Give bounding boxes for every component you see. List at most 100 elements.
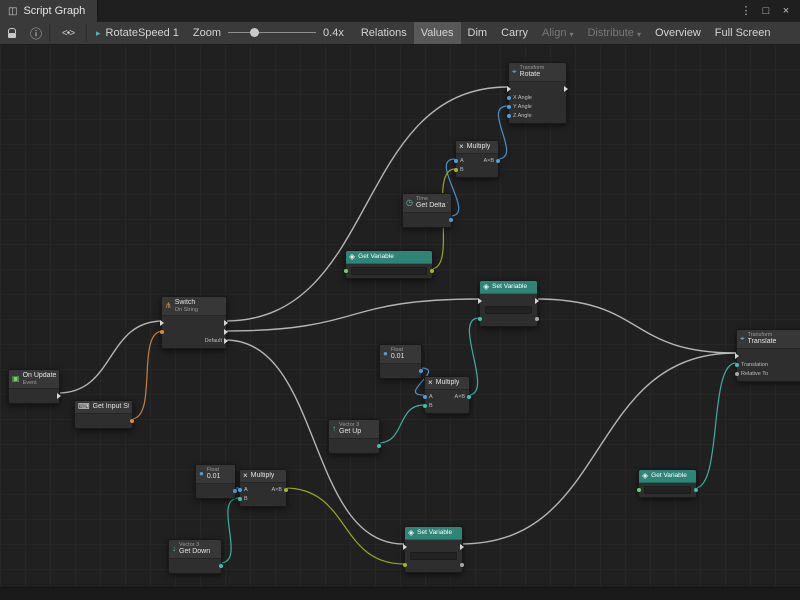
- toolbar-button-distribute[interactable]: Distribute▾: [580, 22, 647, 44]
- toolbar-button-full-screen[interactable]: Full Screen: [708, 22, 778, 44]
- value-port[interactable]: [344, 269, 348, 273]
- value-port[interactable]: [735, 363, 739, 367]
- node-set-variable-mid[interactable]: ◈Set Variable: [479, 280, 538, 327]
- flow-port[interactable]: [460, 544, 464, 550]
- float-icon: ●: [383, 350, 388, 358]
- node-switch-on-string[interactable]: ⋔SwitchOn StringDefault: [161, 296, 227, 349]
- value-port[interactable]: [430, 269, 434, 273]
- node-get-variable-top[interactable]: ◈Get Variable: [345, 250, 433, 279]
- focus-button[interactable]: <•>: [51, 22, 85, 44]
- info-button[interactable]: ⓘ: [24, 22, 48, 44]
- flow-port[interactable]: [57, 393, 61, 399]
- value-port[interactable]: [130, 419, 134, 423]
- node-translate[interactable]: ⌖TransformTranslateTranslationRelative T…: [736, 329, 800, 382]
- node-float-bottom[interactable]: ●Float0.01: [195, 464, 236, 499]
- node-get-variable-right[interactable]: ◈Get Variable: [638, 469, 697, 498]
- node-on-update[interactable]: ▣On UpdateEvent: [8, 369, 60, 404]
- node-title: Get Variable: [651, 472, 687, 480]
- flow-port[interactable]: [735, 353, 739, 359]
- flow-port[interactable]: [403, 544, 407, 550]
- value-port[interactable]: [449, 218, 453, 222]
- node-header: ↓Vector 3Get Down: [169, 540, 221, 559]
- flow-port[interactable]: [224, 338, 228, 344]
- tab-title: Script Graph: [23, 5, 85, 17]
- flow-port[interactable]: [224, 320, 228, 326]
- node-title: Get Input String: [93, 403, 129, 411]
- multiply-icon: ×: [428, 379, 433, 387]
- lock-icon: [8, 28, 16, 38]
- value-port[interactable]: [637, 488, 641, 492]
- value-port[interactable]: [507, 105, 511, 109]
- close-icon[interactable]: ×: [776, 0, 796, 22]
- node-title: Translate: [748, 338, 777, 346]
- node-multiply-bottom[interactable]: ×MultiplyAA×BB: [239, 469, 287, 507]
- value-port[interactable]: [238, 497, 242, 501]
- variable-name-field[interactable]: [410, 552, 457, 560]
- maximize-icon[interactable]: □: [756, 0, 776, 22]
- value-port[interactable]: [284, 488, 288, 492]
- value-port[interactable]: [507, 114, 511, 118]
- value-port[interactable]: [694, 488, 698, 492]
- toolbar-button-dim[interactable]: Dim: [461, 22, 495, 44]
- value-port[interactable]: [460, 563, 464, 567]
- variable-name-field[interactable]: [644, 486, 691, 494]
- node-get-down[interactable]: ↓Vector 3Get Down: [168, 539, 222, 574]
- variable-name-field[interactable]: [485, 306, 532, 314]
- flow-port[interactable]: [478, 298, 482, 304]
- value-port[interactable]: [535, 317, 539, 321]
- value-port[interactable]: [496, 159, 500, 163]
- node-port-row: [346, 266, 432, 275]
- value-port[interactable]: [423, 395, 427, 399]
- toolbar-button-align[interactable]: Align▾: [535, 22, 580, 44]
- value-port[interactable]: [507, 96, 511, 100]
- value-port[interactable]: [467, 395, 471, 399]
- script-graph-tab[interactable]: ◫ Script Graph: [0, 0, 98, 22]
- node-port-row: [405, 542, 462, 551]
- node-get-delta-time[interactable]: ◷TimeGet Delta Time: [402, 193, 452, 228]
- value-port[interactable]: [478, 317, 482, 321]
- variable-name-field[interactable]: [351, 267, 427, 275]
- value-port[interactable]: [238, 488, 242, 492]
- lock-button[interactable]: [0, 22, 24, 44]
- node-set-variable-bottom[interactable]: ◈Set Variable: [404, 526, 463, 573]
- value-port[interactable]: [403, 563, 407, 567]
- value-port[interactable]: [454, 168, 458, 172]
- value-port[interactable]: [377, 444, 381, 448]
- value-port[interactable]: [454, 159, 458, 163]
- flow-port[interactable]: [160, 320, 164, 326]
- node-float-mid[interactable]: ●Float0.01: [379, 344, 422, 379]
- node-port-row: Y Angle: [509, 102, 566, 111]
- graph-icon: ▸: [96, 28, 101, 39]
- flow-port[interactable]: [224, 329, 228, 335]
- node-header: ⋔SwitchOn String: [162, 297, 226, 316]
- value-port[interactable]: [219, 564, 223, 568]
- node-get-input-string[interactable]: ⌨Get Input String: [74, 400, 133, 429]
- toolbar-button-values[interactable]: Values: [414, 22, 461, 44]
- toolbar-button-overview[interactable]: Overview: [648, 22, 708, 44]
- menu-icon[interactable]: ⋮: [736, 0, 756, 22]
- zoom-slider[interactable]: [228, 22, 316, 44]
- graph-canvas[interactable]: ⌖TransformRotateX AngleY AngleZ Angle×Mu…: [0, 44, 800, 600]
- value-port[interactable]: [233, 489, 237, 493]
- toolbar-button-relations[interactable]: Relations: [354, 22, 414, 44]
- dropdown-caret-icon: ▾: [637, 30, 641, 39]
- value-port[interactable]: [735, 372, 739, 376]
- flow-port[interactable]: [535, 298, 539, 304]
- graph-breadcrumb[interactable]: ▸ RotateSpeed 1: [88, 22, 189, 44]
- toolbar-button-carry[interactable]: Carry: [494, 22, 535, 44]
- node-header: ●Float0.01: [196, 465, 235, 484]
- flow-port[interactable]: [507, 86, 511, 92]
- node-rotate[interactable]: ⌖TransformRotateX AngleY AngleZ Angle: [508, 62, 567, 124]
- value-port[interactable]: [160, 330, 164, 334]
- value-port[interactable]: [423, 404, 427, 408]
- zoom-slider-thumb[interactable]: [250, 28, 259, 37]
- toolbar-button-label: Relations: [361, 27, 407, 39]
- node-get-up[interactable]: ↑Vector 3Get Up: [328, 419, 380, 454]
- flow-port[interactable]: [564, 86, 568, 92]
- node-title: Get Delta Time: [416, 202, 448, 210]
- port-label: B: [429, 403, 433, 409]
- node-multiply-top[interactable]: ×MultiplyAA×BB: [455, 140, 499, 178]
- node-header: ◈Get Variable: [639, 470, 696, 483]
- value-port[interactable]: [419, 369, 423, 373]
- node-multiply-mid[interactable]: ×MultiplyAA×BB: [424, 376, 470, 414]
